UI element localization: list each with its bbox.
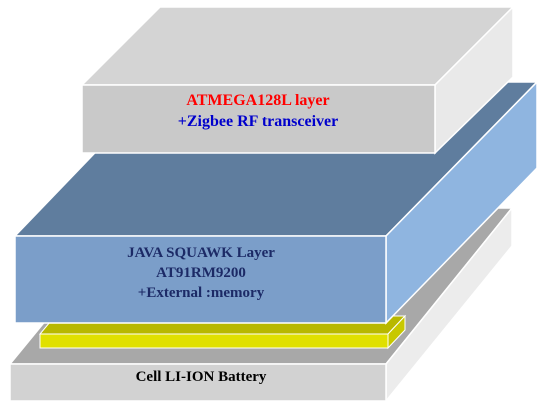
atmega-layer-front-face [81,84,436,154]
processor-label: AT91RM9200 [156,265,246,281]
battery-layer-front-face [9,363,387,402]
battery-layer-title: Cell LI-ION Battery [135,369,267,385]
atmega-layer [80,5,515,155]
external-memory-label: +External :memory [137,285,265,301]
connector-strip [38,314,407,350]
java-layer-title: JAVA SQUAWK Layer [127,245,275,261]
connector-strip-front-face [39,333,389,349]
atmega-layer-title: ATMEGA128L layer [186,92,330,109]
zigbee-transceiver-label: +Zigbee RF transceiver [177,113,339,130]
java-layer-front-face [14,235,387,324]
